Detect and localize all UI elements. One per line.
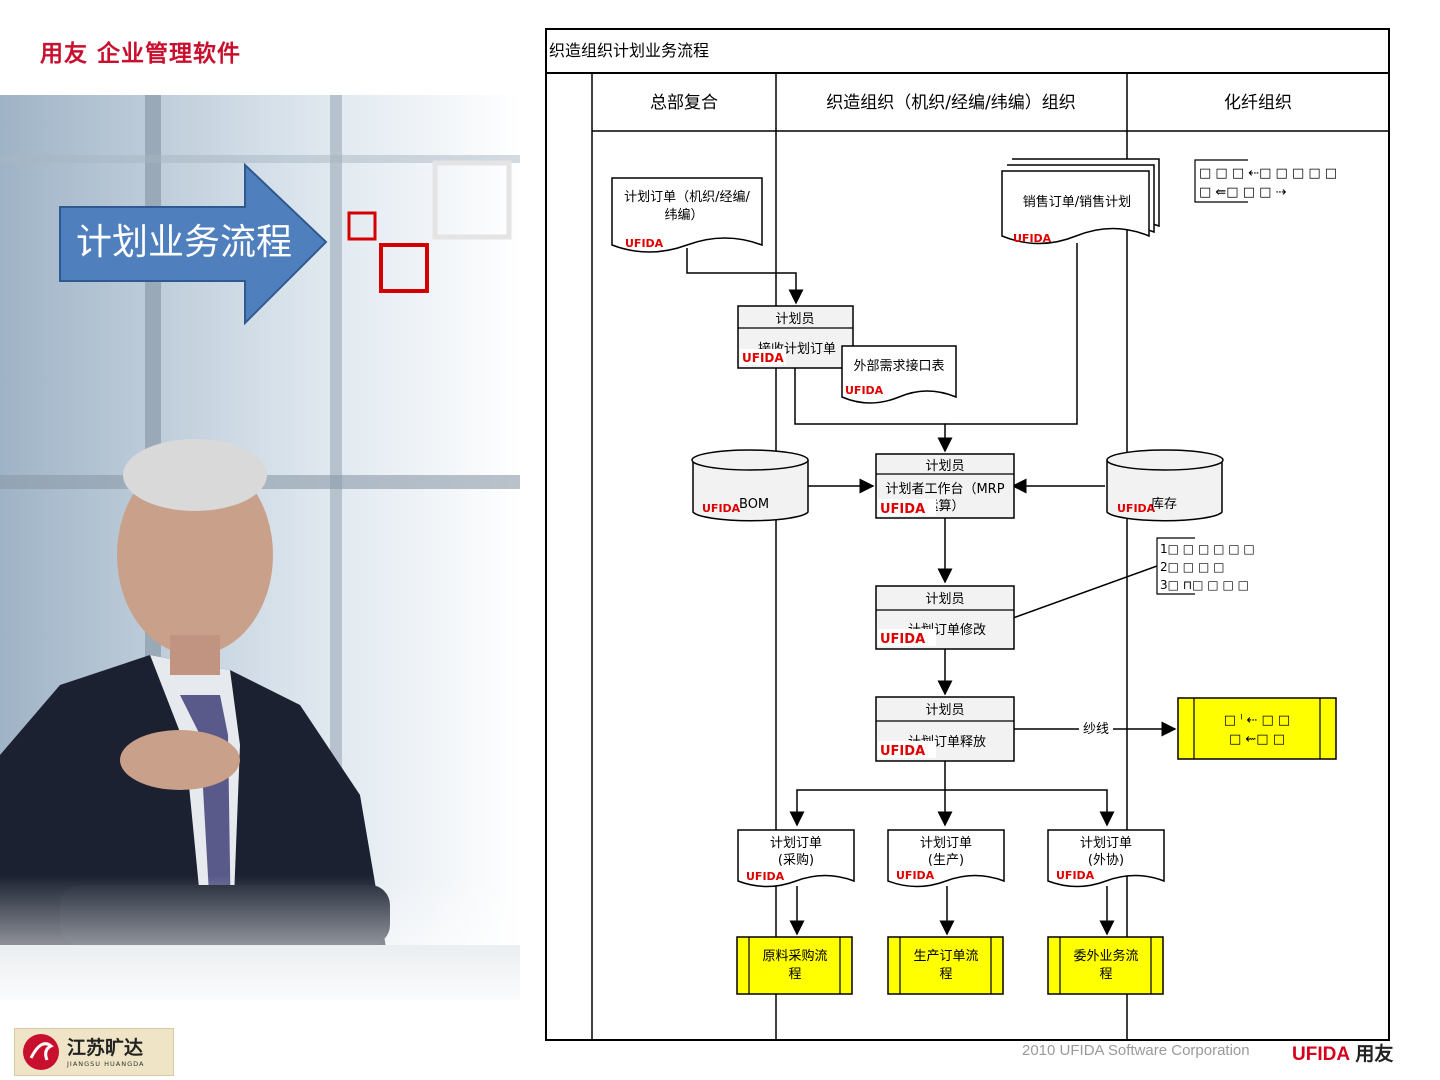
svg-text:□ ˡ ⇠ □ □: □ ˡ ⇠ □ □ — [1224, 713, 1290, 728]
svg-text:计划者工作台（MRP: 计划者工作台（MRP — [885, 482, 1004, 497]
svg-text:UFIDA: UFIDA — [1056, 869, 1095, 882]
svg-text:UFIDA: UFIDA — [1013, 232, 1052, 245]
svg-text:生产订单流: 生产订单流 — [913, 949, 978, 964]
svg-text:(采购): (采购) — [778, 852, 814, 868]
footer-logo-main: UFIDA — [1292, 1044, 1351, 1065]
svg-text:原料采购流: 原料采购流 — [762, 948, 827, 964]
svg-text:□ ⇚□ □ □ ⇢: □ ⇚□ □ □ ⇢ — [1199, 185, 1287, 200]
ufida-stamp: UFIDA — [625, 237, 664, 250]
svg-text:计划订单: 计划订单 — [920, 836, 972, 851]
svg-text:程: 程 — [788, 967, 801, 982]
lane-header-weaving: 织造组织（机织/经编/纬编）组织 — [826, 93, 1075, 113]
svg-text:计划员: 计划员 — [925, 703, 964, 718]
svg-text:□ ⇜□ □: □ ⇜□ □ — [1229, 732, 1285, 747]
partner-name-cn: 江苏旷达 — [67, 1037, 144, 1059]
svg-text:委外业务流: 委外业务流 — [1073, 948, 1138, 964]
svg-text:计划订单: 计划订单 — [1080, 836, 1132, 851]
svg-text:UFIDA: UFIDA — [880, 502, 925, 517]
svg-text:3□ ⊓□ □ □ □: 3□ ⊓□ □ □ □ — [1160, 578, 1249, 592]
diagram-title: 织造组织计划业务流程 — [549, 41, 709, 60]
task-planner-workbench: 计划员 计划者工作台（MRP 运算） UFIDA — [875, 453, 1015, 519]
svg-text:计划员: 计划员 — [925, 592, 964, 607]
task-release-plan-order: 计划员 计划订单释放 UFIDA — [875, 696, 1015, 762]
partner-logo: 江苏旷达 JIANGSU HUANGDA — [14, 1028, 174, 1076]
svg-text:UFIDA: UFIDA — [702, 502, 741, 515]
svg-text:UFIDA: UFIDA — [845, 384, 884, 397]
sales-order-document: 销售订单/销售计划 UFIDA — [1001, 158, 1160, 245]
svg-text:□ □ □ ⇠□ □ □ □ □: □ □ □ ⇠□ □ □ □ □ — [1199, 166, 1337, 181]
footer-copyright: 2010 UFIDA Software Corporation — [1022, 1042, 1250, 1059]
note-middle-right: 1□ □ □ □ □ □ 2□ □ □ □ 3□ ⊓□ □ □ □ — [1156, 537, 1255, 595]
svg-text:计划订单: 计划订单 — [770, 836, 822, 851]
process-production-order: 生产订单流 程 — [887, 936, 1004, 995]
svg-text:UFIDA: UFIDA — [880, 744, 925, 759]
flow-diagram: 织造组织计划业务流程 总部复合 织造组织（机织/经编/纬编）组织 化纤组织 计划… — [545, 28, 1391, 1046]
plan-order-production-document: 计划订单 (生产) UFIDA — [887, 829, 1005, 888]
plan-order-document: 计划订单（机织/经编/ 纬编） UFIDA — [611, 177, 763, 253]
partner-name-en: JIANGSU HUANGDA — [67, 1060, 145, 1068]
task-receive-plan-order: 计划员 接收计划订单 UFIDA — [737, 305, 854, 369]
footer-logo-cn: 用友 — [1355, 1044, 1394, 1065]
yarn-label: 纱线 — [1083, 722, 1109, 737]
process-outsource-business: 委外业务流 程 — [1047, 936, 1164, 995]
svg-text:2□ □ □ □: 2□ □ □ □ — [1160, 560, 1224, 574]
svg-text:(外协): (外协) — [1088, 853, 1124, 868]
svg-text:程: 程 — [1099, 967, 1112, 982]
brand-title: 用友 企业管理软件 — [40, 41, 242, 67]
stock-database: UFIDA 库存 — [1106, 449, 1224, 522]
executive-photo — [0, 95, 520, 1000]
bom-database: UFIDA BOM — [691, 449, 809, 522]
arrow-label: 计划业务流程 — [76, 222, 293, 263]
svg-text:UFIDA: UFIDA — [742, 351, 784, 365]
svg-text:UFIDA: UFIDA — [896, 869, 935, 882]
lane-header-fiber: 化纤组织 — [1224, 93, 1292, 113]
external-demand-table: 外部需求接口表 UFIDA — [841, 345, 957, 404]
footer-ufida-logo: UFIDA 用友 — [1292, 1039, 1393, 1066]
svg-text:1□ □ □ □ □ □: 1□ □ □ □ □ □ — [1160, 542, 1255, 556]
svg-text:外部需求接口表: 外部需求接口表 — [853, 358, 944, 374]
svg-text:计划订单（机织/经编/: 计划订单（机织/经编/ — [624, 190, 750, 205]
svg-text:UFIDA: UFIDA — [880, 632, 925, 647]
plan-order-purchase-document: 计划订单 (采购) UFIDA — [737, 829, 855, 888]
svg-text:UFIDA: UFIDA — [746, 870, 785, 883]
process-fiber-external: □ ˡ ⇠ □ □ □ ⇜□ □ — [1177, 697, 1337, 760]
svg-text:库存: 库存 — [1151, 496, 1177, 512]
svg-text:纬编）: 纬编） — [664, 208, 703, 223]
note-top-right: □ □ □ ⇠□ □ □ □ □ □ ⇚□ □ □ ⇢ — [1194, 159, 1337, 203]
svg-text:BOM: BOM — [739, 497, 769, 512]
svg-text:UFIDA: UFIDA — [1117, 502, 1156, 515]
plan-order-outsource-document: 计划订单 (外协) UFIDA — [1047, 829, 1165, 888]
partner-logo-icon — [23, 1034, 59, 1070]
svg-text:(生产): (生产) — [928, 853, 964, 868]
svg-text:销售订单/销售计划: 销售订单/销售计划 — [1023, 194, 1131, 210]
svg-text:程: 程 — [939, 967, 952, 982]
svg-text:计划员: 计划员 — [925, 459, 964, 474]
process-raw-material-purchase: 原料采购流 程 — [736, 936, 853, 995]
task-modify-plan-order: 计划员 计划订单修改 UFIDA — [875, 585, 1015, 650]
svg-text:计划员: 计划员 — [775, 312, 814, 327]
lane-header-hq: 总部复合 — [650, 93, 718, 113]
